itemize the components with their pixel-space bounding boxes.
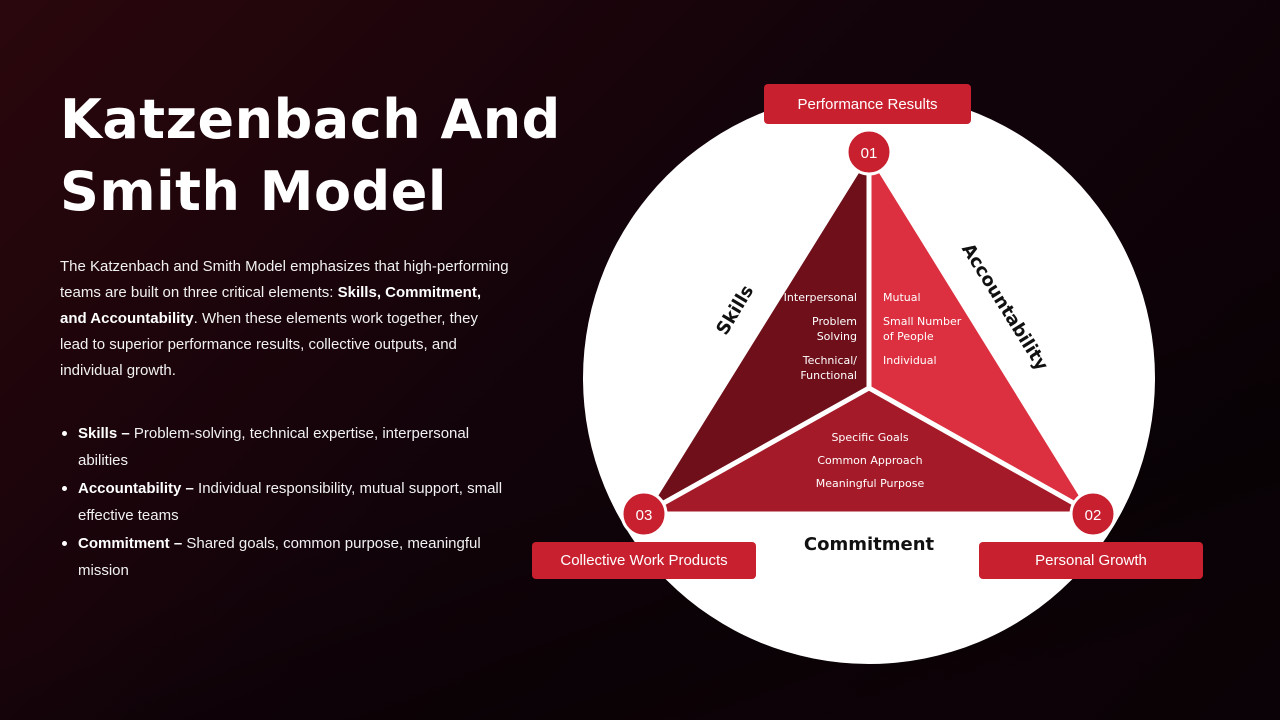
accountability-items: Mutual Small Number of People Individual (883, 291, 962, 367)
commitment-items: Specific Goals Common Approach Meaningfu… (816, 431, 925, 490)
accountability-item: Individual (883, 354, 937, 367)
bullet-sep: – (181, 480, 199, 497)
triangle-outline (641, 149, 1096, 517)
skills-item: Technical/ (802, 354, 858, 367)
skills-item: Interpersonal (784, 291, 857, 304)
commitment-item: Meaningful Purpose (816, 477, 925, 490)
bullet-list: Skills – Problem-solving, technical expe… (60, 420, 510, 585)
label-collective-work-products: Collective Work Products (532, 542, 756, 579)
bullet-desc: Problem-solving, technical expertise, in… (78, 425, 470, 469)
skills-item: Solving (817, 330, 857, 343)
skills-items: Interpersonal Problem Solving Technical/… (784, 291, 858, 382)
bullet-desc: Individual responsibility, mutual suppor… (78, 480, 503, 524)
commitment-panel (644, 388, 1093, 514)
commitment-item: Common Approach (817, 454, 922, 467)
label-personal-growth: Personal Growth (979, 542, 1203, 579)
title-line-1: Katzenbach And (60, 88, 561, 151)
bullet-accountability: Accountability – Individual responsibili… (60, 475, 510, 529)
node-01: 01 (845, 128, 893, 176)
node-02-label: 02 (1085, 507, 1102, 524)
intro-text-start: The Katzenbach and Smith Model emphasize… (60, 258, 509, 301)
label-text: Performance Results (797, 95, 938, 113)
bullet-term: Accountability (78, 480, 182, 497)
bullet-sep: – (117, 425, 134, 442)
commitment-item: Specific Goals (831, 431, 908, 444)
label-text: Personal Growth (1035, 552, 1147, 569)
label-performance-results: Performance Results (764, 84, 971, 124)
intro-text-end: . When these elements work together, the… (60, 310, 478, 379)
node-02: 02 (1069, 490, 1117, 538)
skills-item: Problem (812, 315, 857, 328)
bullet-term: Commitment (78, 535, 170, 552)
node-03: 03 (620, 490, 668, 538)
accountability-item: Small Number (883, 315, 962, 328)
bullet-desc: Shared goals, common purpose, meaningful… (78, 535, 481, 579)
intro-text-bold: Skills, Commitment, and Accountability (60, 284, 481, 327)
label-text: Collective Work Products (560, 552, 728, 569)
bullet-skills: Skills – Problem-solving, technical expe… (60, 420, 510, 474)
bullet-term: Skills (78, 425, 118, 442)
divider-left (642, 385, 871, 517)
node-03-label: 03 (636, 507, 653, 524)
accountability-item: Mutual (883, 291, 921, 304)
title-line-2: Smith Model (60, 160, 447, 223)
bullet-sep: – (169, 535, 187, 552)
node-01-label: 01 (861, 145, 878, 162)
skills-item: Functional (800, 369, 857, 382)
intro-paragraph: The Katzenbach and Smith Model emphasize… (60, 254, 510, 384)
side-label-commitment: Commitment (804, 534, 935, 555)
divider-right (867, 385, 1095, 517)
accountability-item: of People (883, 330, 934, 343)
bullet-commitment: Commitment – Shared goals, common purpos… (60, 530, 510, 584)
